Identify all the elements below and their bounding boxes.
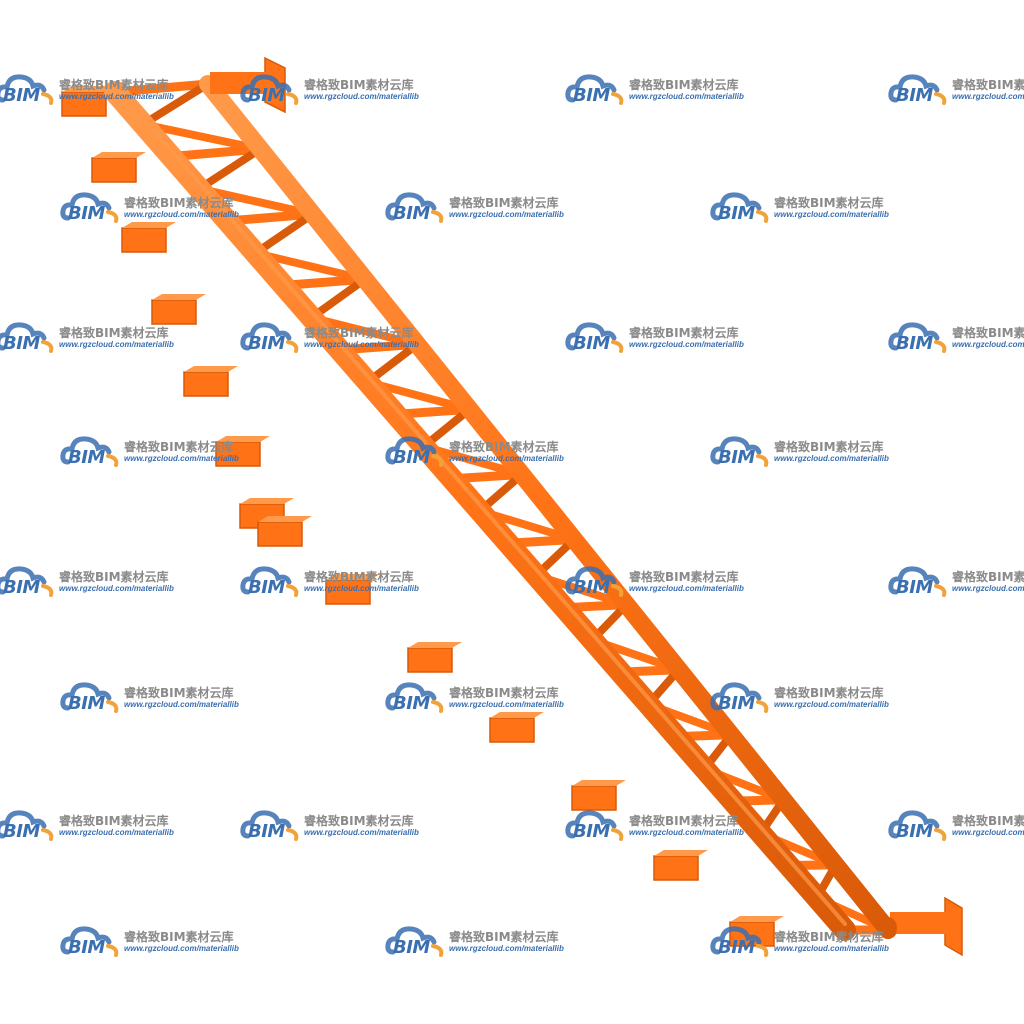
bracket-plate-top [62, 86, 116, 92]
bracket-plate [183, 371, 229, 397]
bracket-plate [151, 299, 197, 325]
bracket-plate [91, 157, 137, 183]
bracket-plate-top [258, 516, 312, 522]
web-strut [166, 144, 265, 161]
bracket-plate [571, 785, 617, 811]
bracket-plate [215, 441, 261, 467]
bracket-plate [489, 717, 535, 743]
bracket-plate-top [92, 152, 146, 158]
bracket-plate [325, 579, 371, 605]
end-bracket-bottom [890, 912, 950, 934]
web-diagonal [195, 184, 317, 219]
web-diagonal [139, 80, 212, 129]
lower-chord [104, 81, 856, 941]
bracket-plate-top [654, 850, 708, 856]
bracket-plate-top [122, 222, 176, 228]
bracket-plate [653, 855, 699, 881]
chord-end-cap [104, 81, 126, 99]
web-diagonal [195, 145, 265, 193]
bracket-plate [729, 921, 775, 947]
bracket-plate-top [326, 574, 380, 580]
web-diagonal [251, 210, 317, 258]
bracket-plate-top [408, 642, 462, 648]
bracket-plate [61, 91, 107, 117]
upper-chord [199, 75, 897, 939]
bracket-plate-top [240, 498, 294, 504]
web-strut [222, 209, 318, 226]
steel-truss [61, 56, 963, 957]
bracket-plate-top [572, 780, 626, 786]
bracket-plate [121, 227, 167, 253]
end-bracket-top [210, 72, 270, 94]
chord-end-cap [879, 917, 897, 939]
chord-highlight [113, 84, 847, 926]
bracket-plate-top [216, 436, 270, 442]
bracket-plate-top [184, 366, 238, 372]
bracket-plate [407, 647, 453, 673]
bracket-plate-top [490, 712, 544, 718]
web-strut [110, 79, 213, 97]
bracket-plate [257, 521, 303, 547]
bracket-plate-top [730, 916, 784, 922]
bracket-plate-top [152, 294, 206, 300]
web-diagonal [139, 120, 265, 154]
